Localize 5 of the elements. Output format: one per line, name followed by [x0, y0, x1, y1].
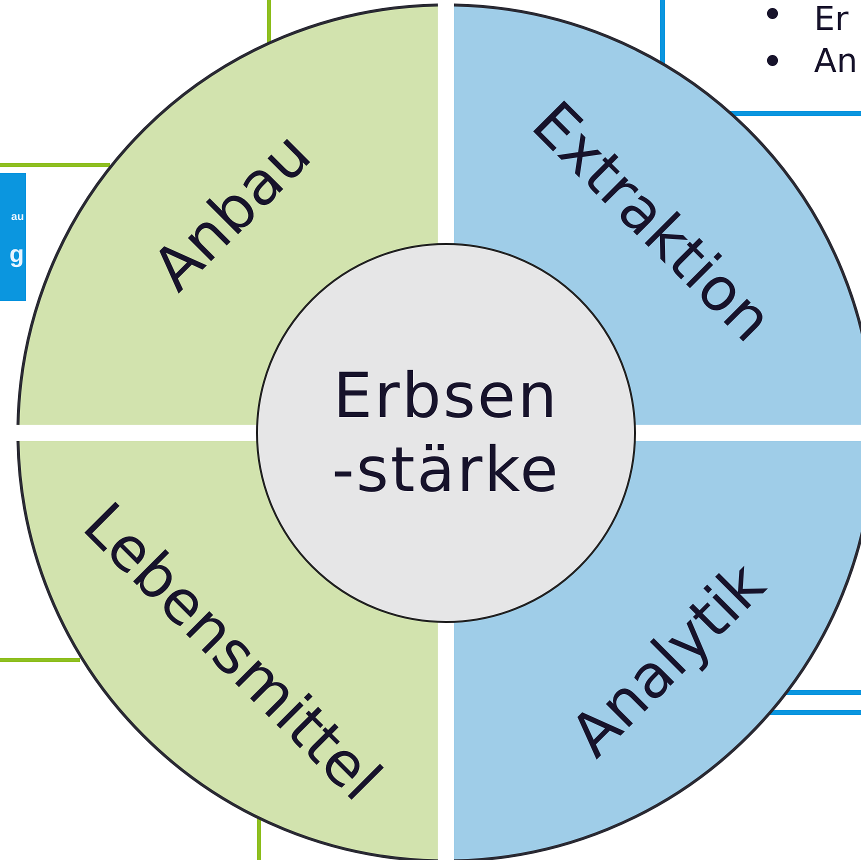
- panel-text: au: [11, 212, 24, 223]
- center-label: Erbsen -stärke: [332, 358, 562, 506]
- bullet-text: An: [814, 44, 858, 77]
- bullet-text: Er: [814, 2, 848, 35]
- panel-text: g: [9, 243, 24, 267]
